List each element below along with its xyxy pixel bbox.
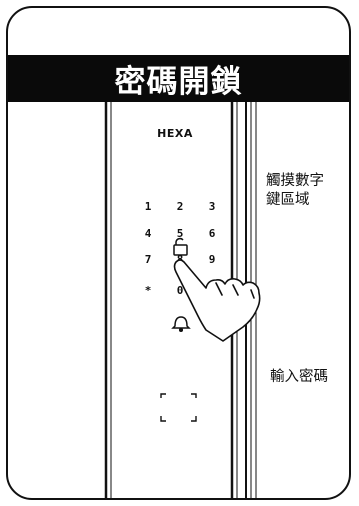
bell-icon[interactable] xyxy=(171,316,191,333)
keypad-key[interactable]: 1 xyxy=(145,200,152,213)
keypad-key[interactable]: 6 xyxy=(209,227,216,240)
banner-title: 密碼開鎖 xyxy=(114,64,243,100)
card-reader-frame-icon xyxy=(160,393,197,422)
keypad-key[interactable]: * xyxy=(145,284,152,297)
keypad-key[interactable]: 5 xyxy=(177,227,184,240)
keypad: 1 2 3 4 5 6 7 8 9 * 0 xyxy=(145,200,216,297)
unlock-indicator-icon xyxy=(173,237,188,256)
illustration-card: 密碼開鎖 xyxy=(6,6,351,500)
pointing-hand-icon xyxy=(173,259,261,342)
keypad-key[interactable]: 0 xyxy=(177,284,184,297)
keypad-key[interactable]: 9 xyxy=(209,253,216,266)
title-banner: 密碼開鎖 xyxy=(8,55,349,102)
keypad-key[interactable]: 3 xyxy=(209,200,216,213)
keypad-key[interactable]: 2 xyxy=(177,200,184,213)
touch-keypad-label-line2: 鍵區域 xyxy=(266,192,310,208)
enter-password-label: 輸入密碼 xyxy=(270,369,328,385)
keypad-key[interactable]: 4 xyxy=(145,227,152,240)
touch-keypad-label: 觸摸數字 鍵區域 xyxy=(266,172,324,210)
touch-keypad-label-line1: 觸摸數字 xyxy=(266,173,324,189)
keypad-key[interactable]: 7 xyxy=(145,253,152,266)
brand-logo: HEXA xyxy=(157,127,193,140)
